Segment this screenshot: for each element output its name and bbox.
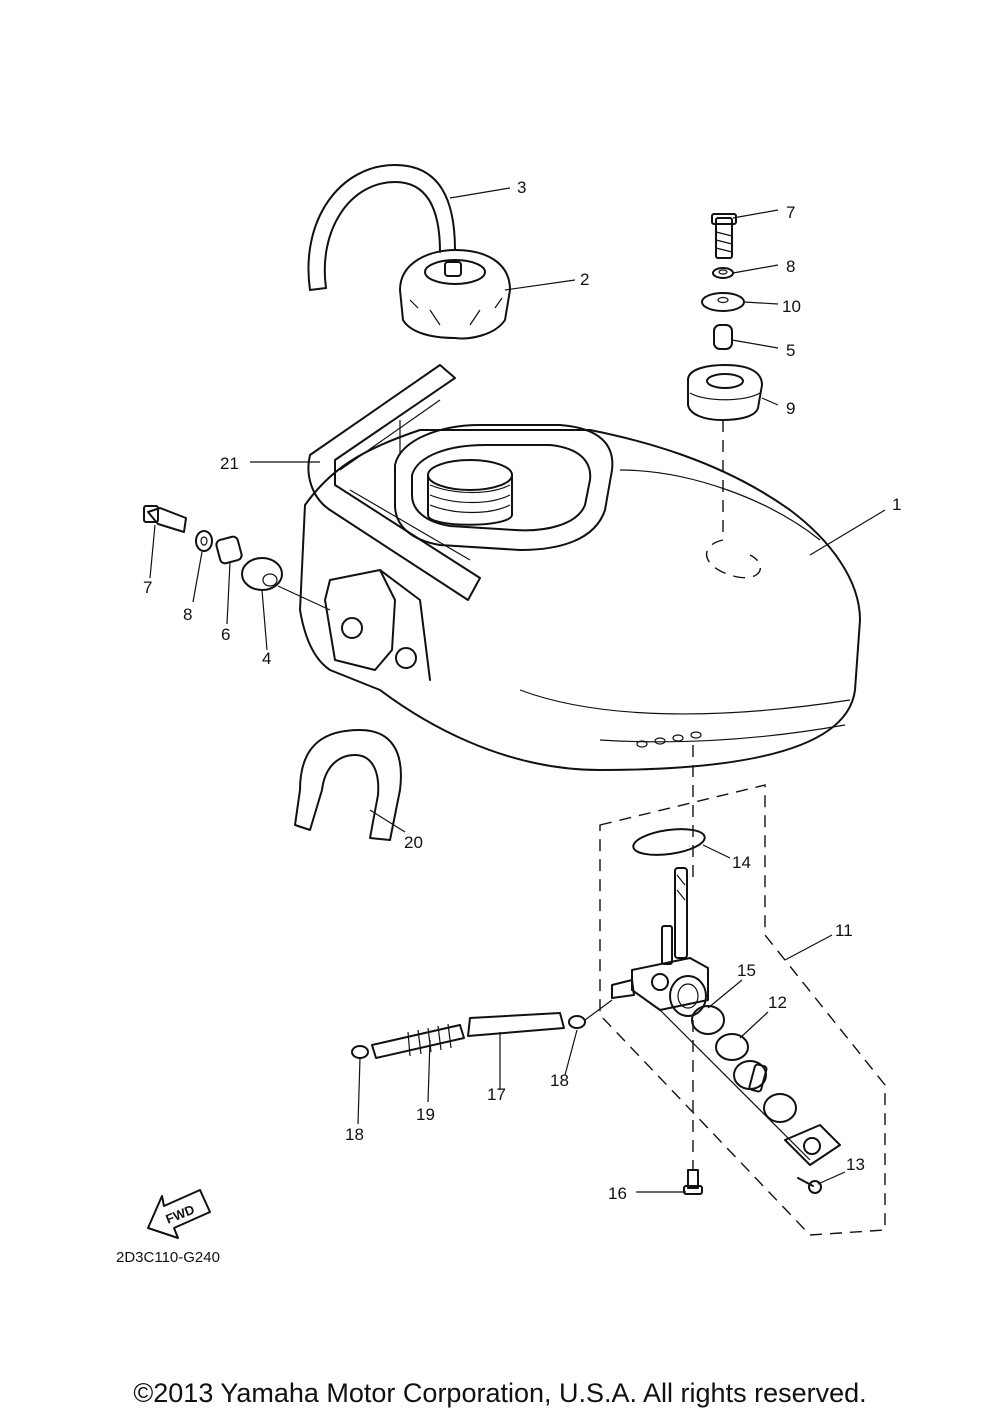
screw-13 xyxy=(797,1177,822,1194)
callout-19: 19 xyxy=(416,1105,435,1124)
petcock-seal-15 xyxy=(691,1005,725,1035)
callout-3: 3 xyxy=(517,178,526,197)
petcock-lever xyxy=(733,1060,768,1093)
petcock-cover-plate xyxy=(784,1124,841,1166)
copyright-notice: ©2013 Yamaha Motor Corporation, U.S.A. A… xyxy=(133,1378,867,1408)
bolt-16 xyxy=(683,1169,703,1195)
petcock-packing-12 xyxy=(715,1033,749,1061)
hose-clip-right xyxy=(568,1015,586,1029)
drawing-code: 2D3C110-G240 xyxy=(116,1249,220,1266)
callout-8-right: 8 xyxy=(786,257,795,276)
callout-7-right: 7 xyxy=(786,203,795,222)
o-ring xyxy=(632,828,706,856)
callout-7-left: 7 xyxy=(143,578,152,597)
callout-9: 9 xyxy=(786,399,795,418)
fwd-arrow-icon: FWD xyxy=(147,1189,211,1239)
callout-11: 11 xyxy=(835,921,853,940)
hose-spring-19 xyxy=(371,1023,465,1059)
filler-neck xyxy=(427,459,513,526)
callout-14: 14 xyxy=(732,853,751,872)
petcock-kit-outline xyxy=(599,784,886,1236)
callout-6: 6 xyxy=(221,625,230,644)
right-mount-stack xyxy=(687,213,763,421)
leader-lines xyxy=(149,187,886,1193)
callout-13: 13 xyxy=(846,1155,865,1174)
callout-1: 1 xyxy=(892,495,901,514)
fwd-label: FWD xyxy=(164,1202,197,1227)
callout-15: 15 xyxy=(737,961,756,980)
callout-5: 5 xyxy=(786,341,795,360)
callout-8-left: 8 xyxy=(183,605,192,624)
callout-12: 12 xyxy=(768,993,787,1012)
fuel-tank xyxy=(299,424,861,771)
callout-4: 4 xyxy=(262,649,271,668)
left-mount-stack xyxy=(143,505,283,591)
callout-10: 10 xyxy=(782,297,801,316)
u-pad xyxy=(294,729,402,841)
frame-bracket xyxy=(307,364,481,601)
callout-20: 20 xyxy=(404,833,423,852)
callout-17: 17 xyxy=(487,1085,506,1104)
callout-18-right: 18 xyxy=(550,1071,569,1090)
petcock-wave-washer xyxy=(763,1093,797,1123)
fuel-cap xyxy=(399,249,511,340)
fuel-hose-17 xyxy=(467,1012,565,1037)
breather-hose xyxy=(307,164,456,291)
callout-21: 21 xyxy=(220,454,239,473)
callout-2: 2 xyxy=(580,270,589,289)
fuel-petcock xyxy=(611,867,709,1017)
callout-18-left: 18 xyxy=(345,1125,364,1144)
callout-16: 16 xyxy=(608,1184,627,1203)
hose-clip-left xyxy=(351,1045,369,1059)
